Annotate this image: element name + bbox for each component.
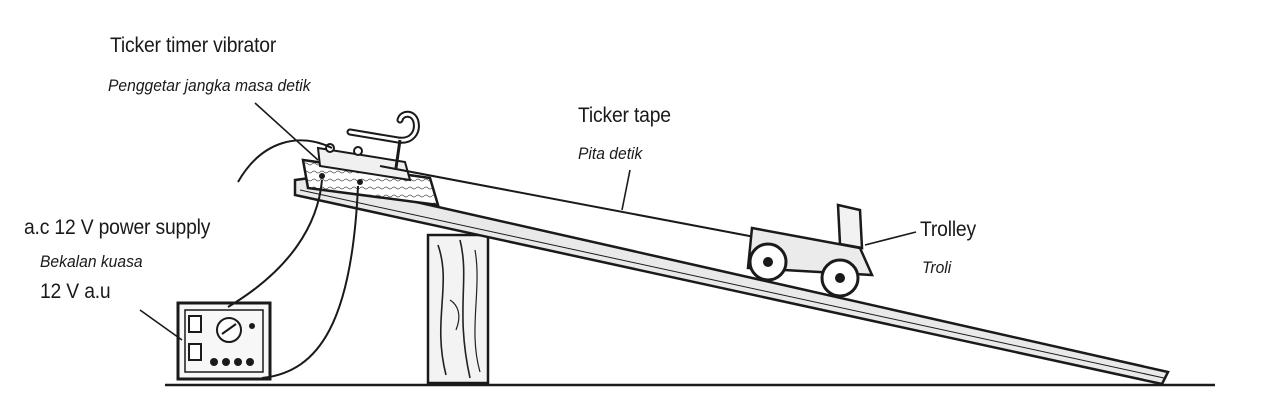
wooden-block xyxy=(426,233,490,385)
trolley xyxy=(746,203,874,298)
inclined-runway xyxy=(293,176,1170,386)
label-power-ms-line2: 12 V a.u xyxy=(40,280,111,303)
leader-vibrator xyxy=(254,102,319,161)
leader-power xyxy=(139,309,183,341)
label-power-ms-line1: Bekalan kuasa xyxy=(40,252,143,271)
label-power-en: a.c 12 V power supply xyxy=(24,216,211,239)
leader-tape xyxy=(621,169,631,211)
label-trolley-ms: Troli xyxy=(922,258,952,277)
label-trolley-en: Trolley xyxy=(920,218,976,241)
label-tape-en: Ticker tape xyxy=(578,104,671,127)
label-vibrator-en: Ticker timer vibrator xyxy=(110,34,277,57)
ticker-timer xyxy=(301,110,440,207)
wire-loop xyxy=(237,139,333,183)
wire-right xyxy=(261,185,359,379)
label-vibrator-ms: Penggetar jangka masa detik xyxy=(108,76,311,95)
power-supply xyxy=(176,301,272,381)
label-tape-ms: Pita detik xyxy=(578,144,643,163)
wire-left xyxy=(227,179,323,308)
ticker-tape xyxy=(379,165,761,239)
leader-trolley xyxy=(864,231,917,246)
